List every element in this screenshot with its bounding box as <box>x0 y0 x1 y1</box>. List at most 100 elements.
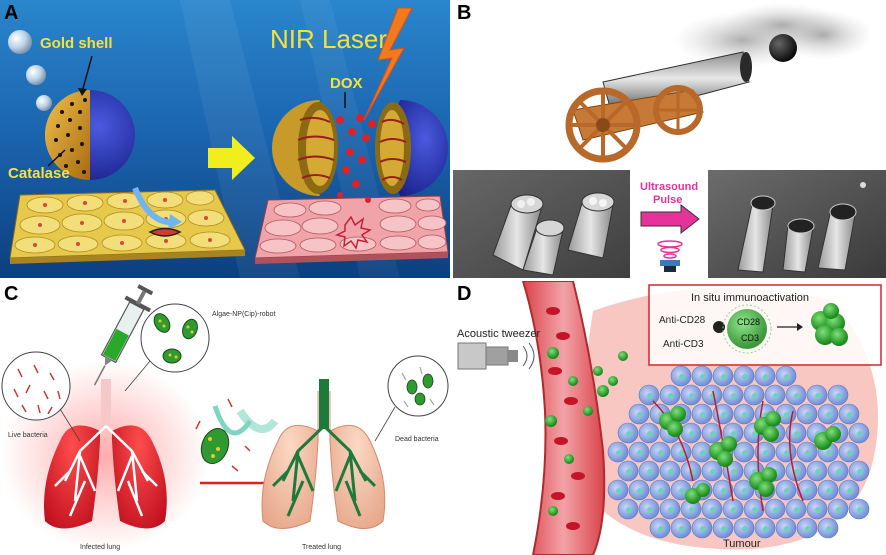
tumour-cell-nucleus <box>857 431 863 437</box>
tumour-cell-nucleus <box>763 526 769 532</box>
panel-b-illustration: Ultrasound Pulse <box>453 3 886 278</box>
cell-layer-healthy <box>9 189 246 264</box>
tumour-cell-nucleus <box>679 450 685 456</box>
dead-bacteria-magnifier <box>374 355 449 442</box>
panel-d-tumour-immunoactivation: Acoustic tweezer <box>453 281 886 555</box>
tumour-cell-nucleus <box>731 431 737 437</box>
panel-separator-vertical <box>450 0 453 555</box>
tumour-cell-nucleus <box>637 488 643 494</box>
tumour-cell-nucleus <box>847 412 853 418</box>
nir-laser-label: NIR Laser <box>270 24 387 54</box>
tumour-cell-nucleus <box>784 374 790 380</box>
tumour-cell-nucleus <box>752 507 758 513</box>
dox-molecules <box>336 114 376 203</box>
algae-robot-magnifier <box>124 303 210 392</box>
tumour-cell-nucleus <box>784 412 790 418</box>
immunoactivation-title: In situ immunoactivation <box>691 292 809 304</box>
acoustic-tweezer-icon <box>457 342 535 370</box>
ultrasound-waves-icon <box>657 240 683 259</box>
tumour-cell-nucleus <box>700 374 706 380</box>
tumour-cell-nucleus <box>626 507 632 513</box>
immune-cells-in-vessel <box>545 347 578 516</box>
bubble-icon <box>36 95 52 111</box>
cd3-label: CD3 <box>741 333 759 343</box>
tumour-cell-nucleus <box>826 526 832 532</box>
panel-a-nir-laser-nanoparticle: Gold shell Catalase <box>0 0 450 278</box>
tumour-cell-nucleus <box>742 450 748 456</box>
treated-lung-icon <box>261 379 386 529</box>
panel-letter-c: C <box>4 283 19 305</box>
acoustic-tweezer-label: Acoustic tweezer <box>457 328 540 340</box>
tumour-cell-nucleus <box>815 393 821 399</box>
sem-image-before <box>453 170 630 278</box>
tumour-cell-nucleus <box>700 526 706 532</box>
dox-label: DOX <box>330 75 363 92</box>
tumour-cell-nucleus <box>658 450 664 456</box>
opened-nanoparticle <box>272 100 448 196</box>
transducer-icon <box>660 260 680 266</box>
tumour-cell-nucleus <box>836 393 842 399</box>
tumour-cell-nucleus <box>857 507 863 513</box>
tumour-cell-nucleus <box>742 488 748 494</box>
tumour-cell-nucleus <box>826 412 832 418</box>
infected-lung-icon <box>44 379 167 529</box>
pulse-label: Pulse <box>653 194 682 206</box>
process-arrow-icon <box>208 136 255 180</box>
tumour-cell-nucleus <box>815 469 821 475</box>
tumour-cell-nucleus <box>784 450 790 456</box>
tumour-cell-nucleus <box>616 488 622 494</box>
tumour-cell-nucleus <box>647 431 653 437</box>
tumour-cell-nucleus <box>679 374 685 380</box>
tumour-cell-nucleus <box>721 374 727 380</box>
tumour-cell-nucleus <box>689 507 695 513</box>
panel-a-illustration: Gold shell Catalase <box>0 0 450 278</box>
panel-letter-a: A <box>4 2 19 24</box>
tumour-cell-nucleus <box>794 469 800 475</box>
blood-vessel <box>521 281 606 555</box>
tumour-cell-nucleus <box>626 431 632 437</box>
red-blood-cells <box>546 307 585 530</box>
tumour-cell-nucleus <box>626 469 632 475</box>
tumour-cell-nucleus <box>794 507 800 513</box>
tumour-cell-nucleus <box>805 526 811 532</box>
gold-shell-label: Gold shell <box>40 35 113 52</box>
tumour-cell-nucleus <box>679 488 685 494</box>
panel-b-ultrasound-cannon: Ultrasound Pulse B <box>453 0 886 278</box>
tumour-cell-nucleus <box>826 450 832 456</box>
sem-image-after <box>708 170 886 278</box>
bubble-icon <box>26 65 46 85</box>
tumour-cell-nucleus <box>710 507 716 513</box>
tumour-cell-nucleus <box>742 412 748 418</box>
tumour-cell-nucleus <box>721 526 727 532</box>
tumour-cell-nucleus <box>647 507 653 513</box>
tumour-cell-nucleus <box>689 393 695 399</box>
infected-lung-label: Infected lung <box>80 544 120 551</box>
tumour-cell-nucleus <box>647 469 653 475</box>
tumour-cell-nucleus <box>742 526 748 532</box>
t-cell-icon <box>727 309 767 349</box>
tumour-cell-nucleus <box>731 507 737 513</box>
cannon-icon <box>565 51 752 163</box>
tumour-cell-nucleus <box>637 412 643 418</box>
tumour-cell-nucleus <box>836 507 842 513</box>
tumour-cell-nucleus <box>752 431 758 437</box>
tumour-cell-nucleus <box>668 507 674 513</box>
panel-letter-b: B <box>457 2 472 24</box>
tumour-cell-nucleus <box>679 526 685 532</box>
cell-layer-treated <box>254 195 449 264</box>
anti-cd3-label: Anti-CD3 <box>663 339 704 350</box>
tumour-cell-nucleus <box>805 488 811 494</box>
tumour-cell-nucleus <box>815 507 821 513</box>
bubble-icon <box>8 30 32 54</box>
panel-c-lung-treatment: Live bacteria Algae-NP(Cip)-robot <box>0 281 450 555</box>
tumour-cell-nucleus <box>847 450 853 456</box>
tumour-cell-nucleus <box>731 469 737 475</box>
live-bacteria-magnifier <box>1 351 81 442</box>
dead-bacteria-label: Dead bacteria <box>395 436 439 443</box>
tumour-cells <box>607 365 870 539</box>
tumour-cell-nucleus <box>847 488 853 494</box>
cd28-label: CD28 <box>737 317 760 327</box>
tumour-cell-nucleus <box>710 469 716 475</box>
tumour-cell-nucleus <box>773 393 779 399</box>
live-bacteria-label: Live bacteria <box>8 432 48 439</box>
